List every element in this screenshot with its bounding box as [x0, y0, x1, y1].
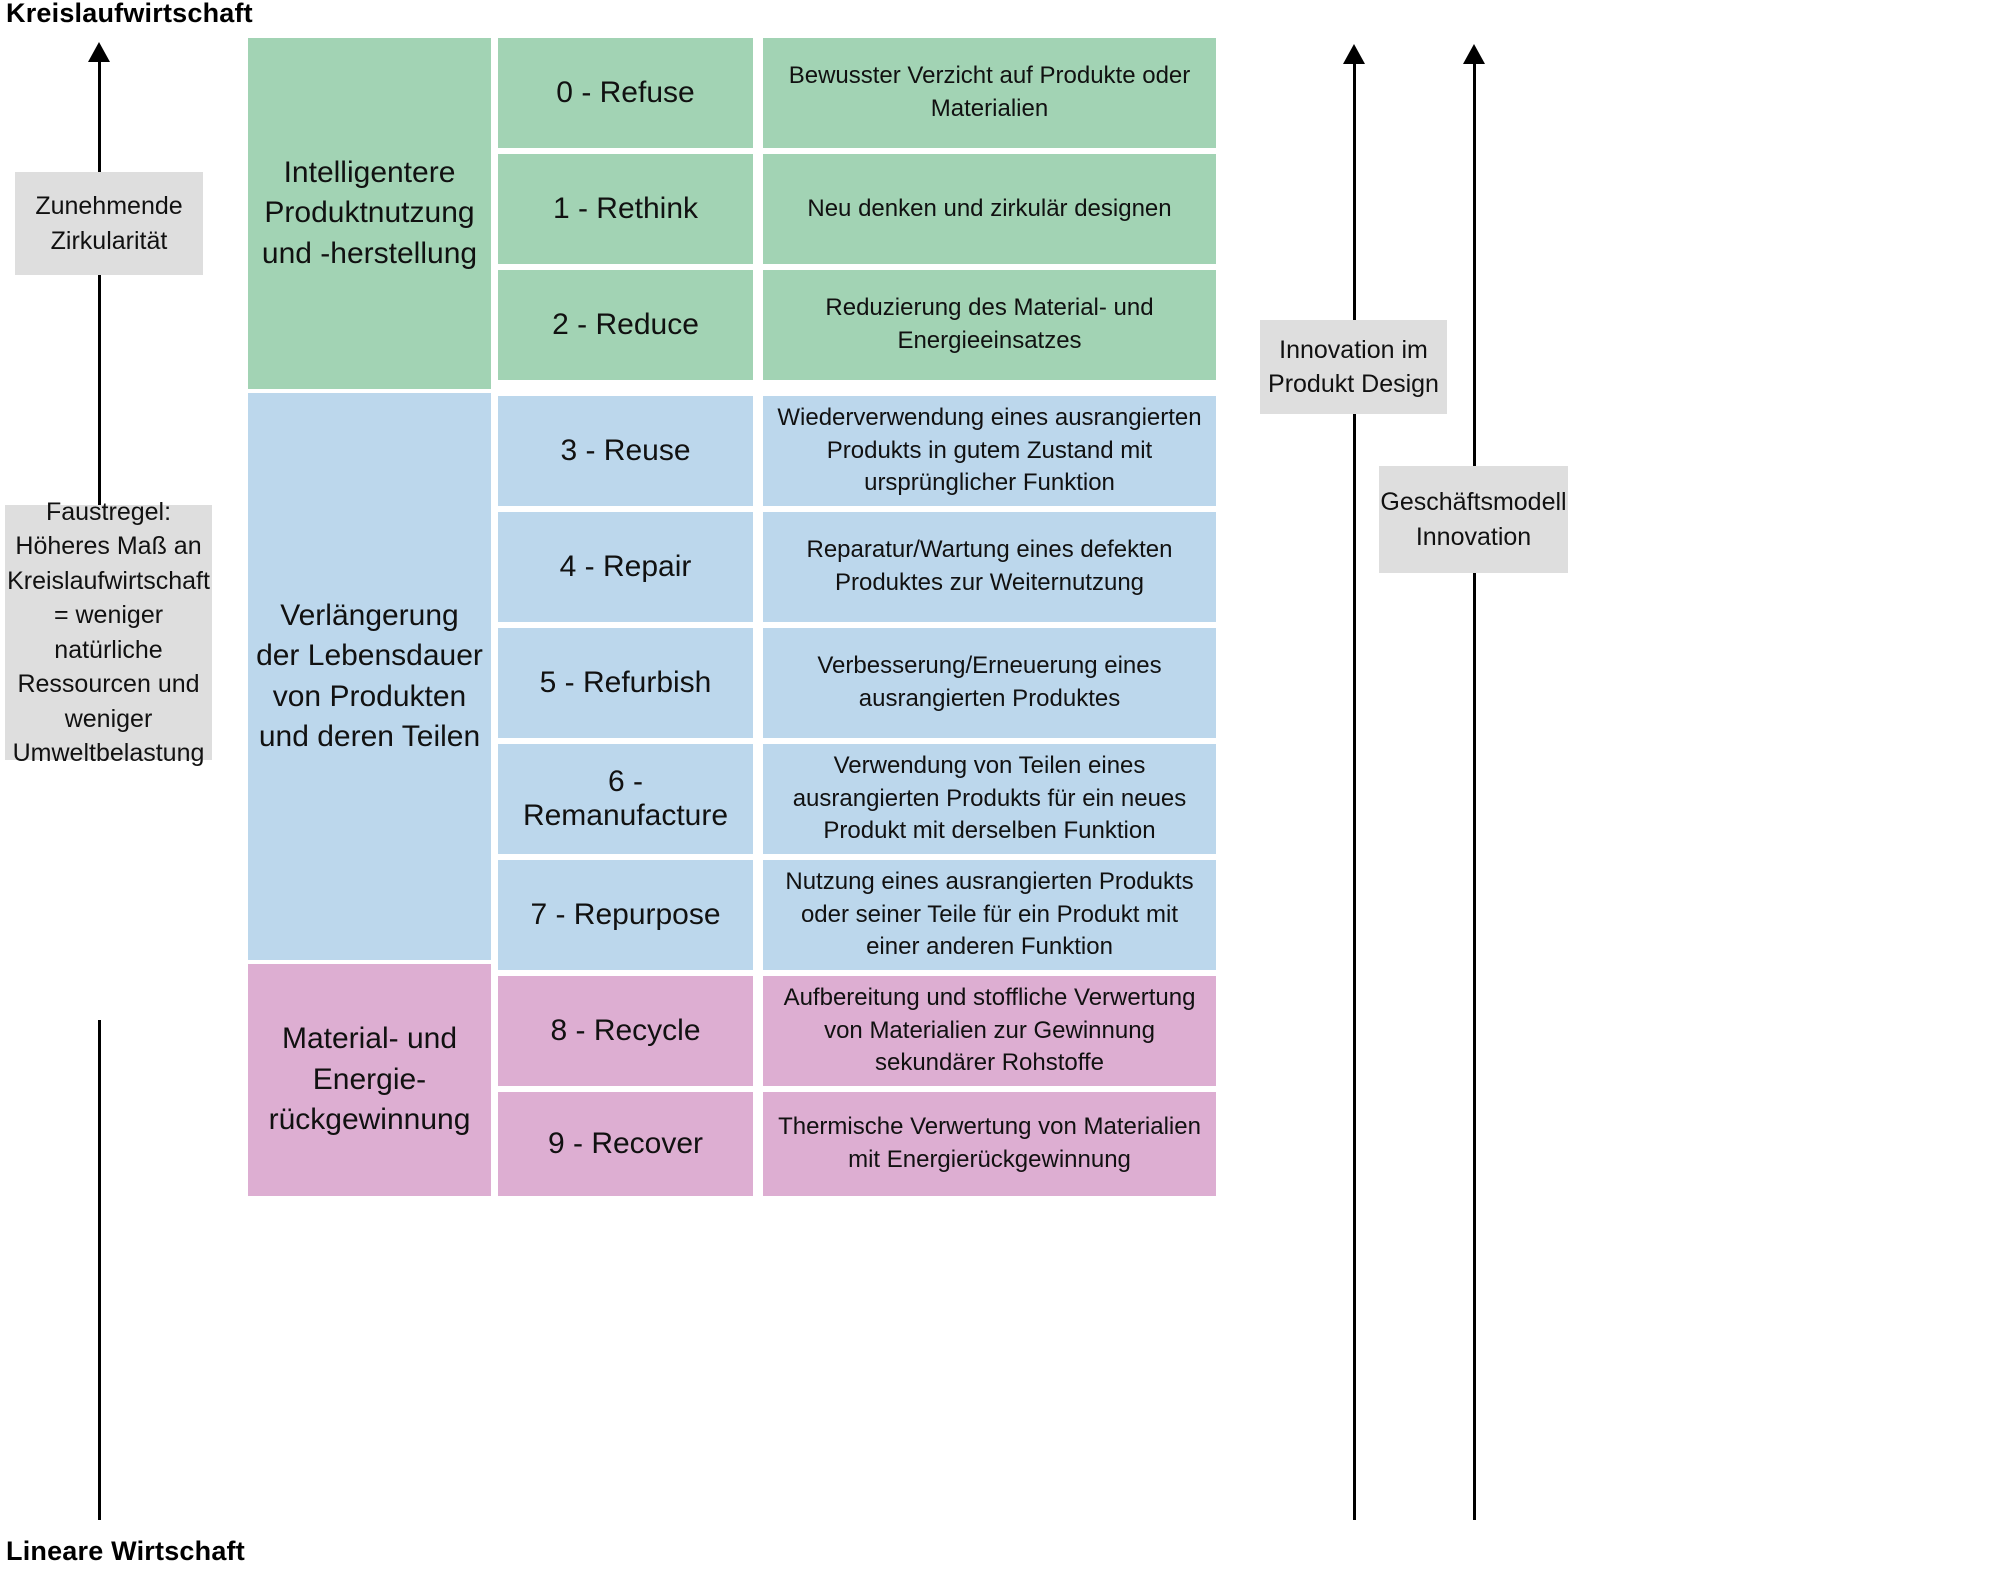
strategy-description-repair: Reparatur/Wartung eines defekten Produkt… [763, 512, 1216, 622]
category-block-extend-lifespan: Verlängerung der Lebensdauer von Produkt… [248, 393, 491, 960]
axis-line-business-model-lower [1473, 573, 1476, 1520]
strategy-description-label: Nutzung eines ausrangierten Produkts ode… [785, 868, 1194, 961]
strategy-name-label: 0 - Refuse [556, 76, 695, 109]
strategy-description-label: Bewusster Verzicht auf Produkte oder Mat… [788, 62, 1191, 122]
strategy-description-refurbish: Verbesserung/Erneuerung eines ausrangier… [763, 628, 1216, 738]
strategy-name-repair[interactable]: 4 - Repair [498, 512, 753, 622]
r-ladder-grid: Intelligentere Produktnutzung und -herst… [248, 38, 1216, 1196]
strategy-name-label: 5 - Refurbish [539, 666, 712, 699]
strategy-description-repurpose: Nutzung eines ausrangierten Produkts ode… [763, 860, 1216, 970]
strategy-name-label: 2 - Reduce [552, 308, 699, 341]
page-title-circular-economy: Kreislaufwirtschaft [6, 0, 253, 28]
strategy-name-refuse[interactable]: 0 - Refuse [498, 38, 753, 148]
strategy-description-recover: Thermische Verwertung von Materialien mi… [763, 1092, 1216, 1196]
strategy-name-label: 4 - Repair [559, 550, 692, 583]
strategy-name-recycle[interactable]: 8 - Recycle [498, 976, 753, 1086]
strategy-name-refurbish[interactable]: 5 - Refurbish [498, 628, 753, 738]
strategy-name-repurpose[interactable]: 7 - Repurpose [498, 860, 753, 970]
note-increasing-circularity: Zunehmende Zirkularität [15, 172, 203, 275]
category-label: Material- und Energie- rückgewinnung [268, 1022, 471, 1137]
strategy-description-rethink: Neu denken und zirkulär designen [763, 154, 1216, 264]
strategy-description-label: Wiederverwendung eines ausrangierten Pro… [777, 404, 1202, 497]
axis-line-left-upper [98, 60, 101, 172]
strategy-name-label: 7 - Repurpose [530, 898, 721, 931]
category-block-smarter-product-use: Intelligentere Produktnutzung und -herst… [248, 38, 491, 389]
strategy-description-reduce: Reduzierung des Material- und Energieein… [763, 270, 1216, 380]
strategy-name-recover[interactable]: 9 - Recover [498, 1092, 753, 1196]
up-arrow-head-left [88, 42, 110, 62]
strategy-name-label: 3 - Reuse [560, 434, 691, 467]
page-title-linear-economy: Lineare Wirtschaft [6, 1536, 245, 1566]
strategy-description-label: Thermische Verwertung von Materialien mi… [778, 1113, 1201, 1173]
strategy-description-remanufacture: Verwendung von Teilen eines ausrangierte… [763, 744, 1216, 854]
strategy-description-label: Verbesserung/Erneuerung eines ausrangier… [817, 652, 1162, 712]
axis-line-business-model-upper [1473, 62, 1476, 466]
strategy-description-label: Aufbereitung und stoffliche Verwertung v… [783, 984, 1196, 1077]
category-block-material-energy-recovery: Material- und Energie- rückgewinnung [248, 964, 491, 1196]
strategy-description-label: Reduzierung des Material- und Energieein… [825, 294, 1154, 354]
strategy-name-rethink[interactable]: 1 - Rethink [498, 154, 753, 264]
up-arrow-head-product-design [1343, 44, 1365, 64]
strategy-description-label: Neu denken und zirkulär designen [807, 194, 1172, 222]
strategy-name-label: 9 - Recover [547, 1127, 704, 1160]
strategy-name-reduce[interactable]: 2 - Reduce [498, 270, 753, 380]
strategy-description-label: Verwendung von Teilen eines ausrangierte… [792, 752, 1187, 845]
axis-line-product-design-upper [1353, 62, 1356, 320]
strategy-name-reuse[interactable]: 3 - Reuse [498, 396, 753, 506]
strategy-description-recycle: Aufbereitung und stoffliche Verwertung v… [763, 976, 1216, 1086]
axis-line-product-design-lower [1353, 414, 1356, 1520]
note-rule-of-thumb: Faustregel: Höheres Maß an Kreislaufwirt… [5, 498, 212, 767]
strategy-name-remanufacture[interactable]: 6 - Remanufacture [498, 744, 753, 854]
category-label: Verlängerung der Lebensdauer von Produkt… [256, 598, 483, 754]
axis-line-left-middle [98, 275, 101, 505]
up-arrow-head-business-model [1463, 44, 1485, 64]
strategy-description-reuse: Wiederverwendung eines ausrangierten Pro… [763, 396, 1216, 506]
axis-line-left-lower [98, 1020, 101, 1520]
strategy-name-label: 1 - Rethink [552, 192, 699, 225]
strategy-name-label: 8 - Recycle [550, 1014, 701, 1047]
strategy-description-refuse: Bewusster Verzicht auf Produkte oder Mat… [763, 38, 1216, 148]
note-product-design-innovation: Innovation im Produkt Design [1260, 320, 1447, 414]
category-label: Intelligentere Produktnutzung und -herst… [261, 155, 478, 270]
strategy-description-label: Reparatur/Wartung eines defekten Produkt… [806, 536, 1173, 596]
strategy-name-label: 6 - Remanufacture [522, 765, 729, 832]
note-business-model-innovation: Geschäftsmodell Innovation [1379, 466, 1568, 573]
